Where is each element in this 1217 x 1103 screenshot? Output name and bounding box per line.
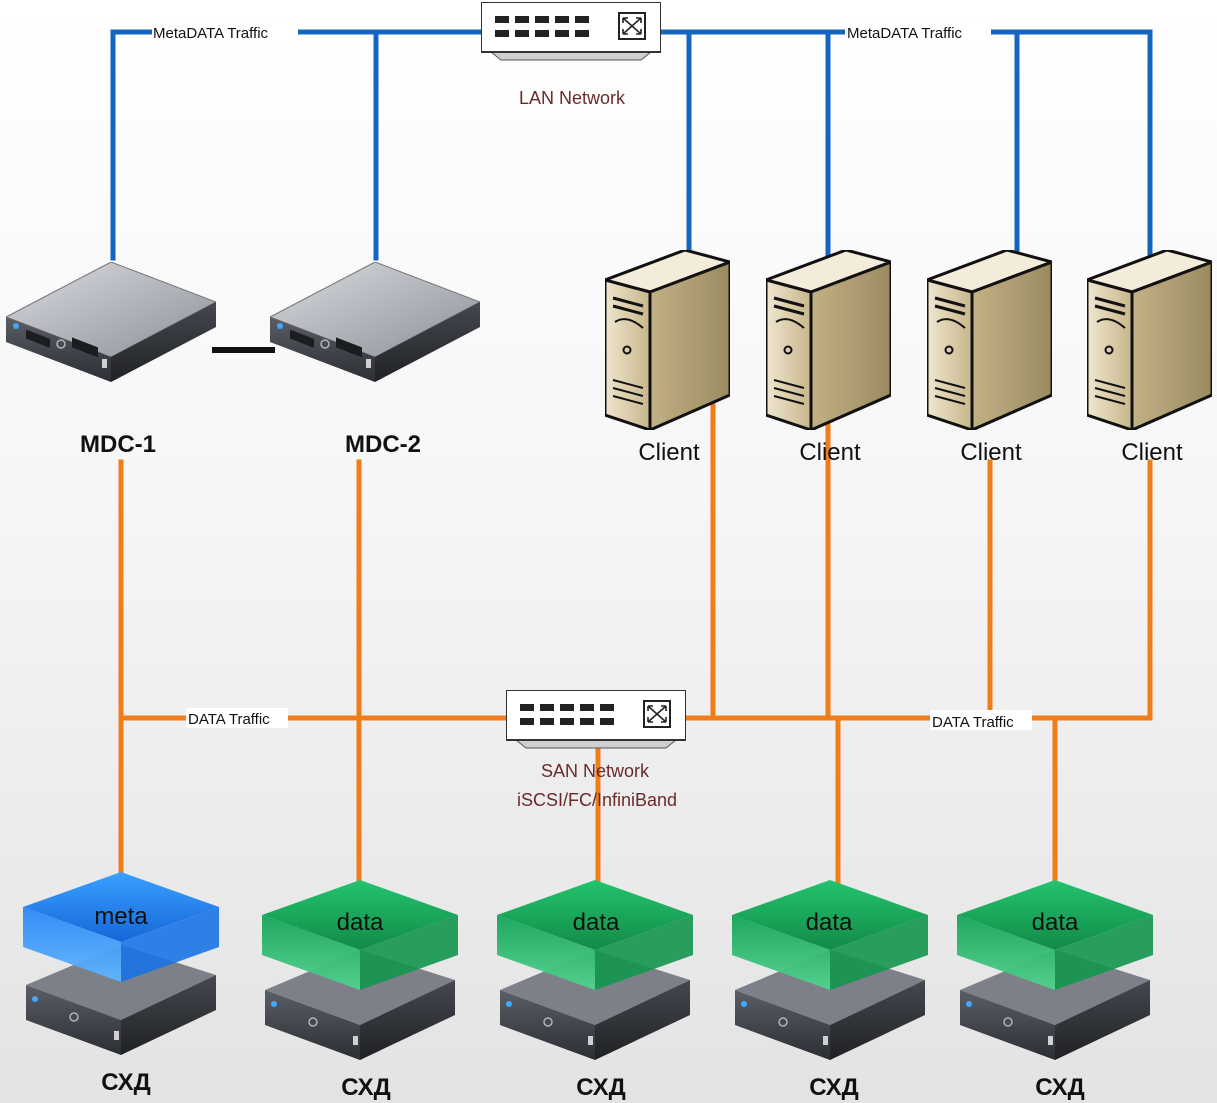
mdc-label: MDC-1 — [80, 431, 156, 458]
storage-label: СХД — [101, 1069, 151, 1096]
storage-label: СХД — [576, 1074, 626, 1101]
storage-box-label: meta — [94, 903, 148, 930]
tower-server-icon — [605, 250, 730, 430]
storage-data-1: data СХД — [262, 880, 458, 1101]
san-links — [118, 389, 1153, 888]
metadata-traffic-label-right: MetaDATA Traffic — [847, 25, 963, 42]
data-traffic-label-right: DATA Traffic — [932, 714, 1014, 731]
storage-data-4: data СХД — [957, 880, 1153, 1101]
storage-box-label: data — [806, 909, 853, 936]
lan-links — [110, 29, 1153, 261]
tower-server-icon — [927, 250, 1052, 430]
lan-network-label: LAN Network — [519, 88, 626, 108]
metadata-traffic-label-left: MetaDATA Traffic — [153, 25, 269, 42]
client-1: Client — [605, 250, 730, 466]
rack-server-icon — [270, 262, 480, 382]
storage-box-label: data — [573, 909, 620, 936]
tower-server-icon — [1087, 250, 1212, 430]
storage-box-label: data — [1032, 909, 1079, 936]
tower-server-icon — [766, 250, 891, 430]
client-label: Client — [1121, 439, 1183, 466]
storage-label: СХД — [1035, 1074, 1085, 1101]
mdc-server-2: MDC-2 — [270, 262, 480, 458]
storage-data-2: data СХД — [497, 880, 693, 1101]
data-traffic-label-left: DATA Traffic — [188, 711, 270, 728]
client-label: Client — [638, 439, 700, 466]
mdc-server-1: MDC-1 — [6, 262, 216, 458]
san-protocols-label: iSCSI/FC/InfiniBand — [517, 790, 677, 810]
storage-label: СХД — [809, 1074, 859, 1101]
lan-link-right-trunk — [657, 29, 1153, 259]
lan-switch: LAN Network — [481, 2, 661, 108]
traffic-labels: MetaDATA Traffic MetaDATA Traffic DATA T… — [152, 22, 1032, 731]
san-switch: SAN Network iSCSI/FC/InfiniBand — [506, 690, 686, 810]
lan-link-mdc1 — [110, 29, 486, 261]
storage-label: СХД — [341, 1074, 391, 1101]
mdc-label: MDC-2 — [345, 431, 421, 458]
client-2: Client — [766, 250, 891, 466]
network-switch-icon — [506, 690, 686, 749]
client-label: Client — [799, 439, 861, 466]
storage-box-label: data — [337, 909, 384, 936]
san-network-label: SAN Network — [541, 761, 650, 781]
network-switch-icon — [481, 2, 661, 61]
storage-meta: meta СХД — [23, 872, 219, 1096]
client-4: Client — [1087, 250, 1212, 466]
client-label: Client — [960, 439, 1022, 466]
rack-server-icon — [6, 262, 216, 382]
san-link-right-trunk — [681, 459, 1153, 721]
storage-data-3: data СХД — [732, 880, 928, 1101]
client-3: Client — [927, 250, 1052, 466]
